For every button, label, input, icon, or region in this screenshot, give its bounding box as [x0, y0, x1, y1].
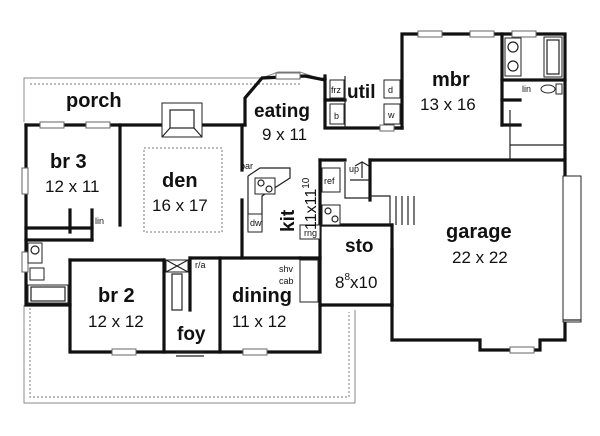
sto-dims: 88x10 [335, 272, 377, 292]
shv-label: shv [279, 264, 294, 274]
front-porch-outline [23, 305, 356, 404]
mbr-label: mbr [432, 69, 470, 91]
kitchen-counters [247, 167, 341, 240]
stairs [344, 161, 415, 225]
den-dims: 16 x 17 [152, 196, 208, 215]
br3-label: br 3 [50, 151, 87, 173]
fireplace [161, 102, 203, 138]
garage-door [562, 175, 582, 323]
d-label: d [388, 85, 393, 95]
ra-label: r/a [195, 260, 206, 270]
kit-label-group: kit [278, 209, 299, 232]
hall-closet [165, 259, 189, 311]
cab-label: cab [279, 276, 294, 286]
bar-label: bar [240, 161, 253, 171]
kit-dims-group: 11x1110 [301, 177, 320, 230]
garage-dims: 22 x 22 [452, 248, 508, 267]
util-label: util [347, 82, 376, 103]
mbr-dims: 13 x 16 [420, 95, 476, 114]
br3-dims: 12 x 11 [45, 177, 100, 196]
mbr-bath-fixtures [504, 36, 563, 95]
w-label: w [387, 110, 395, 120]
eating-label: eating [254, 101, 310, 122]
den-label: den [162, 170, 198, 192]
frz-label: frz [331, 85, 341, 95]
dining-dims: 11 x 12 [232, 312, 287, 331]
kit-label: kit [278, 209, 299, 232]
up-label: up [349, 164, 359, 174]
kit-dims-sup: 10 [301, 177, 312, 189]
sto-dims-a: 8 [335, 273, 344, 292]
dining-label: dining [232, 285, 292, 307]
den-rug [143, 147, 223, 233]
sto-dims-sup: 8 [344, 272, 350, 283]
porch-label: porch [66, 90, 122, 112]
kit-dims: 11x1110 [301, 177, 320, 230]
b-label: b [334, 111, 339, 121]
interior-walls [24, 32, 567, 354]
foy-label: foy [177, 324, 206, 345]
br3-lin-label: lin [95, 216, 104, 226]
utility-fixtures [329, 79, 401, 125]
eating-dims: 9 x 11 [262, 125, 307, 144]
dw-label: dw [250, 218, 262, 228]
kit-dims-main: 11x11 [303, 189, 320, 230]
garage-label: garage [446, 221, 512, 243]
sto-label: sto [345, 236, 374, 257]
front-entry [176, 351, 204, 357]
br2-label: br 2 [98, 285, 135, 307]
mbr-lin-label: lin [522, 84, 531, 94]
sto-dims-b: x10 [350, 273, 377, 292]
dining-cabinets [299, 259, 319, 303]
br2-dims: 12 x 12 [88, 312, 144, 331]
ref-label: ref [324, 176, 335, 186]
left-bath-fixtures [27, 242, 69, 304]
rng-label: rng [304, 228, 317, 238]
windows [21, 30, 537, 356]
